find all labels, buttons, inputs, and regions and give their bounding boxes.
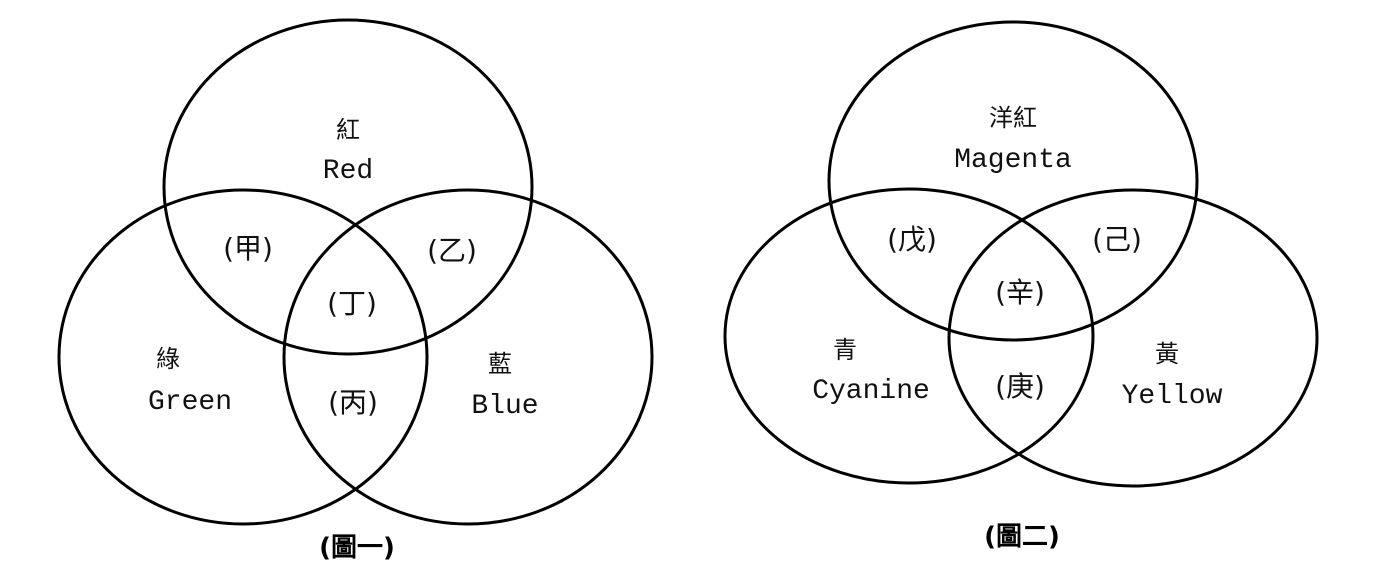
magenta-chinese-label: 洋紅	[989, 104, 1037, 132]
figure-2-caption: (圖二)	[984, 522, 1060, 552]
yellow-chinese-label: 黃	[1155, 340, 1179, 368]
green-chinese-label: 綠	[156, 345, 180, 373]
yellow-label: Yellow	[1122, 381, 1223, 412]
overlap-xin-label: (辛)	[995, 276, 1045, 309]
overlap-jia-label: (甲)	[223, 232, 273, 265]
blue-circle	[282, 188, 654, 526]
cyanine-chinese-label: 青	[833, 336, 857, 364]
red-chinese-label: 紅	[336, 116, 360, 144]
overlap-ding-label: (丁)	[327, 287, 377, 320]
red-circle	[162, 18, 534, 356]
blue-chinese-label: 藍	[488, 350, 512, 378]
magenta-label: Magenta	[954, 145, 1072, 176]
yellow-circle	[947, 188, 1319, 488]
green-label: Green	[148, 387, 232, 418]
cyanine-label: Cyanine	[812, 376, 930, 407]
green-circle	[57, 188, 429, 526]
venn-diagram-1: 紅 Red 綠 Green 藍 Blue (甲) (乙) (丁) (丙) (圖一…	[57, 18, 654, 563]
blue-label: Blue	[471, 391, 538, 422]
red-label: Red	[323, 156, 373, 187]
cyanine-circle	[723, 187, 1095, 485]
venn-diagram-2: 洋紅 Magenta 青 Cyanine 黃 Yellow (戊) (己) (辛…	[723, 20, 1319, 552]
overlap-geng-label: (庚)	[995, 370, 1045, 403]
overlap-yi-label: (乙)	[427, 234, 477, 267]
overlap-ji-label: (己)	[1092, 223, 1142, 256]
figure-1-caption: (圖一)	[319, 533, 395, 563]
overlap-wu-label: (戊)	[887, 223, 937, 256]
overlap-bing-label: (丙)	[328, 386, 378, 419]
magenta-circle	[827, 20, 1199, 342]
